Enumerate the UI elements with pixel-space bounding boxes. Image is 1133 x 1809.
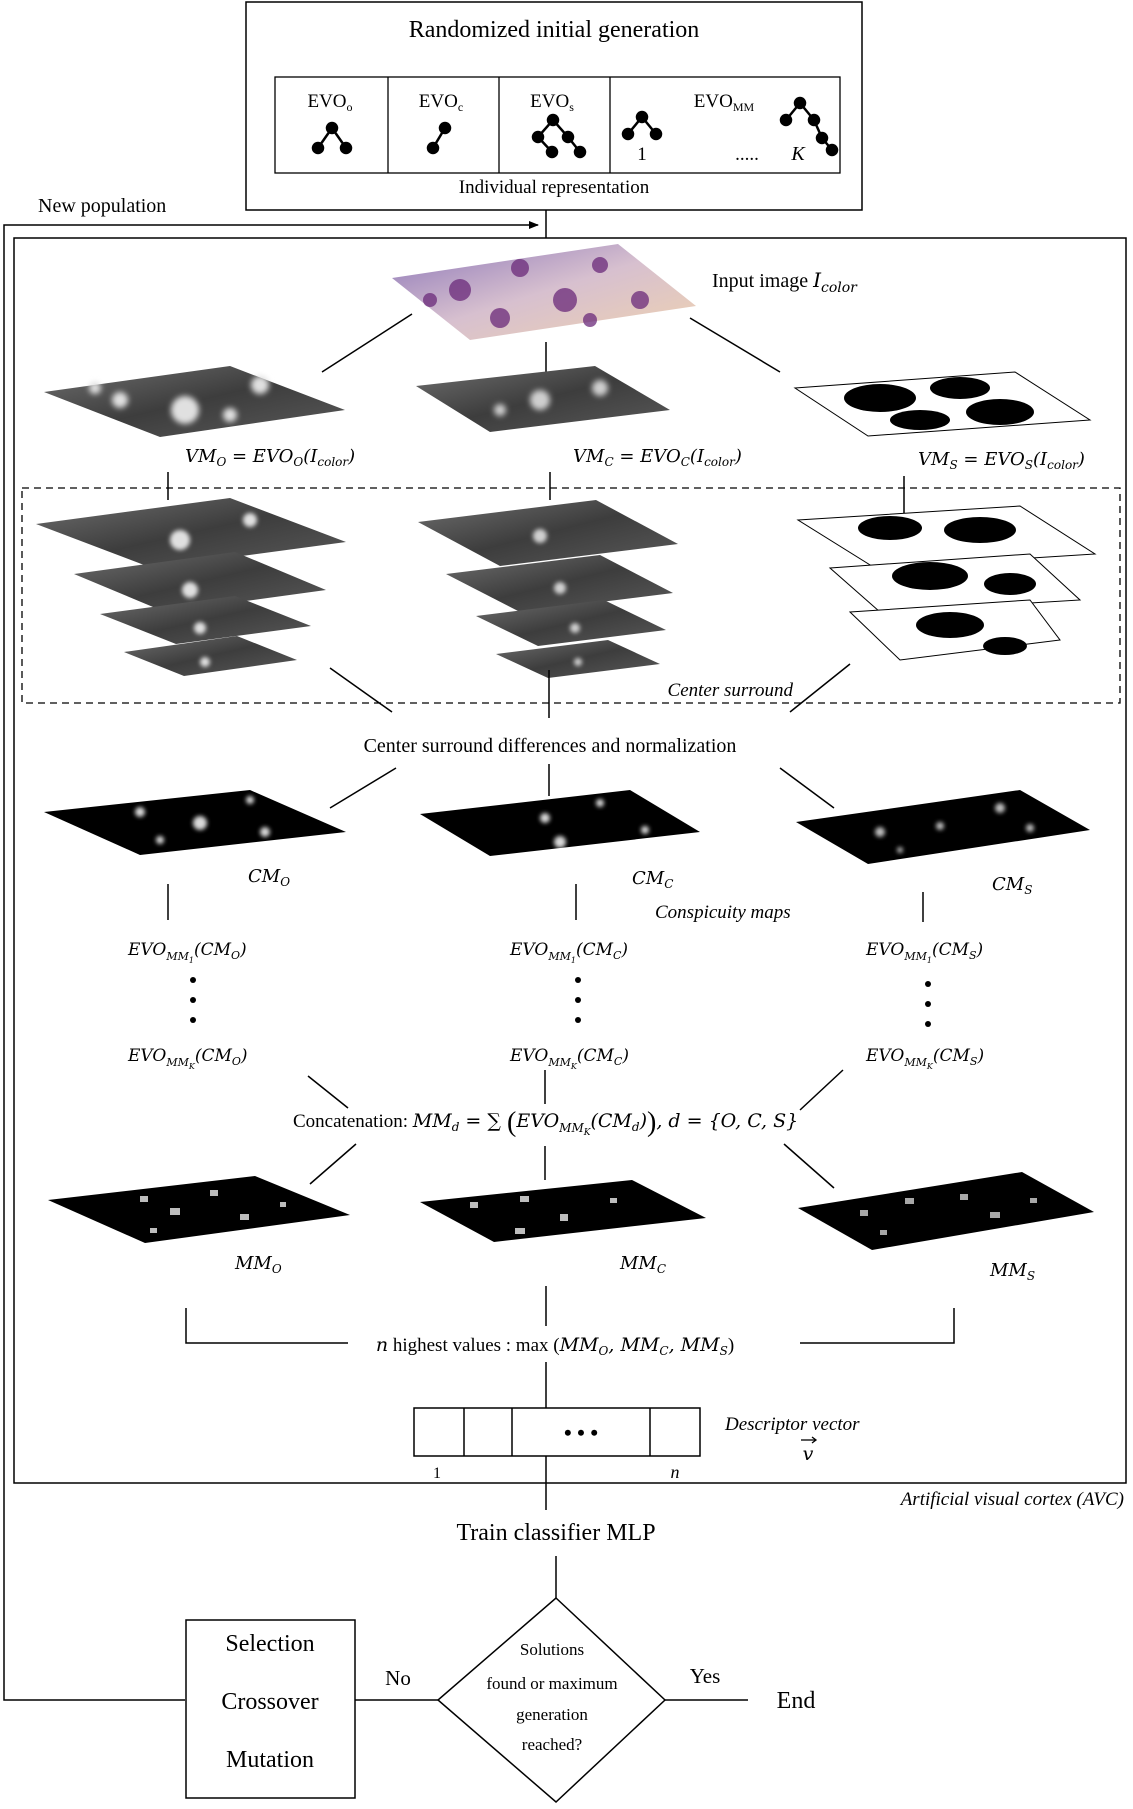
descriptor-index-first: 1 (433, 1465, 441, 1482)
pyramid-to-diff-connectors (329, 663, 851, 718)
genetic-operators-box (185, 1619, 356, 1799)
new-population-label: New population (38, 195, 166, 217)
tree-index-first: 1 (637, 144, 647, 165)
center-surround-region (21, 487, 1121, 704)
mm-c-label: MMC (619, 1253, 666, 1276)
vm-o-formula: VMO = EVOO(Icolor) (185, 446, 355, 469)
decision-line-4: reached? (522, 1735, 582, 1754)
top-box-title: Randomized initial generation (409, 17, 700, 43)
center-surround-label: Center surround (668, 680, 794, 701)
feedback-loop (3, 210, 547, 1701)
no-label: No (385, 1666, 411, 1690)
descriptor-index-last: n (671, 1462, 680, 1482)
mental-map-s (798, 1172, 1094, 1250)
descriptor-vector-box (413, 1407, 701, 1457)
visual-map-o (44, 366, 345, 437)
end-label: End (777, 1688, 816, 1714)
evo-c-cell-label: EVOc (419, 91, 463, 114)
new-population-arrow (3, 221, 539, 1701)
vm-s-formula: VMS = EVOS(Icolor) (918, 449, 1085, 472)
cm-to-evo-connectors (167, 884, 924, 922)
crossover-label: Crossover (221, 1689, 318, 1715)
evo-mm1-s: EVOMM1(CMS) (865, 940, 983, 965)
top-box: Randomized initial generation EVOo EVOc … (245, 1, 863, 211)
input-image-label: Input image Icolor (712, 268, 858, 296)
evo-mm1-o: EVOMM1(CMO) (127, 940, 247, 965)
pyramid-c (418, 500, 678, 678)
visual-map-s (793, 371, 1092, 437)
tree-icon-mm-first (621, 110, 663, 141)
avc-frame (13, 237, 1127, 1484)
descriptor-vector: • • • 1 n (413, 1407, 701, 1482)
cm-c-label: CMC (632, 868, 673, 891)
vertical-ellipsis-group (190, 977, 931, 1027)
ellipsis-dot-c (575, 977, 581, 983)
concat-to-mm-connectors (309, 1143, 835, 1189)
visual-map-c (416, 366, 670, 432)
mm-o-label: MMO (234, 1253, 282, 1276)
selection-label: Selection (225, 1631, 314, 1657)
individual-representation-caption: Individual representation (459, 177, 650, 198)
n-highest-values-label: n highest values : max (MMO, MMC, MMS) (376, 1334, 734, 1358)
descriptor-vector-symbol: v (803, 1443, 814, 1465)
evo-s-cell-label: EVOs (530, 91, 574, 114)
tree-ellipsis: ..... (735, 144, 759, 165)
input-connectors (321, 313, 781, 373)
input-image-plane (392, 244, 696, 340)
conspicuity-map-s (796, 790, 1090, 864)
pyramid-s (796, 505, 1097, 661)
decision-line-2: found or maximum (486, 1674, 617, 1693)
descriptor-vector-dots: • • • (564, 1420, 598, 1445)
mm-bracket (185, 1286, 955, 1344)
vm-c-formula: VMC = EVOC(Icolor) (573, 446, 742, 469)
evo-mmk-c: EVOMMK(CMC) (509, 1046, 629, 1071)
tree-icon-evo-o (311, 121, 353, 155)
decision-line-1: Solutions (520, 1640, 584, 1659)
descriptor-vector-label: Descriptor vector (724, 1414, 860, 1435)
conspicuity-map-c (420, 790, 700, 856)
diff-to-cm-connectors (329, 764, 835, 809)
cm-o-label: CMO (248, 866, 290, 889)
cm-s-label: CMS (992, 874, 1032, 897)
yes-label: Yes (690, 1664, 721, 1688)
vm-to-pyramid-connectors (167, 472, 905, 514)
mental-map-o (48, 1176, 350, 1243)
tree-icon-evo-s (531, 113, 587, 159)
train-classifier-label: Train classifier MLP (456, 1520, 655, 1546)
evo-mm-cell-label: EVOMM (694, 91, 755, 114)
conspicuity-map-o (44, 790, 346, 855)
mental-map-c (420, 1180, 706, 1242)
evo-o-cell-label: EVOo (307, 91, 352, 114)
conspicuity-maps-label: Conspicuity maps (655, 902, 791, 923)
vector-arrow-icon (801, 1436, 818, 1444)
evo-mmk-s: EVOMMK(CMS) (865, 1046, 984, 1071)
pyramid-o (36, 498, 346, 676)
top-box-frame (245, 1, 863, 211)
evo-mm1-c: EVOMM1(CMC) (509, 940, 628, 965)
evo-to-concat-connectors (307, 1069, 844, 1111)
individual-representation-box (274, 76, 841, 174)
mutation-label: Mutation (226, 1747, 314, 1773)
input-image (392, 244, 696, 340)
tree-icon-mm-last (779, 96, 839, 157)
ellipsis-dot-o (190, 977, 196, 983)
tree-icon-evo-c (426, 121, 452, 155)
evo-mmk-o: EVOMMK(CMO) (127, 1046, 248, 1071)
ellipsis-dot-s (925, 981, 931, 987)
tree-index-last: K (790, 143, 806, 165)
avc-label: Artificial visual cortex (AVC) (899, 1489, 1124, 1510)
decision-diamond (436, 1596, 667, 1804)
center-surround-diff-label: Center surround differences and normaliz… (364, 735, 737, 757)
concatenation-formula: Concatenation: MMd = ∑ (EVOMMK(CMd)), d … (293, 1107, 798, 1138)
mm-s-label: MMS (989, 1260, 1035, 1283)
decision-line-3: generation (516, 1705, 588, 1724)
